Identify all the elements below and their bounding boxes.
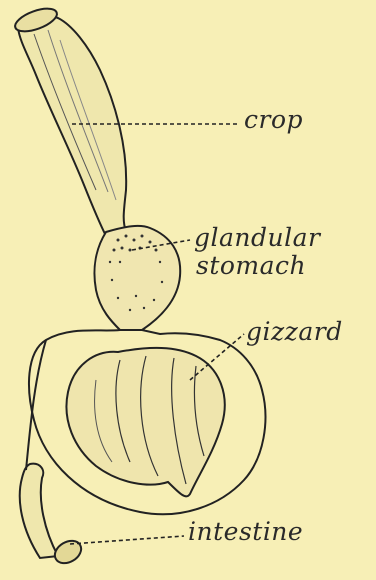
label-intestine: intestine bbox=[188, 520, 303, 544]
crop-shape bbox=[18, 15, 126, 239]
label-stomach: stomach bbox=[196, 254, 306, 278]
intestine-opening bbox=[51, 536, 85, 567]
intestine-shape bbox=[20, 464, 58, 558]
label-gizzard: gizzard bbox=[246, 320, 343, 344]
label-glandular: glandular bbox=[194, 226, 320, 250]
glandular-stomach-shape bbox=[94, 226, 180, 330]
label-crop: crop bbox=[244, 108, 303, 132]
